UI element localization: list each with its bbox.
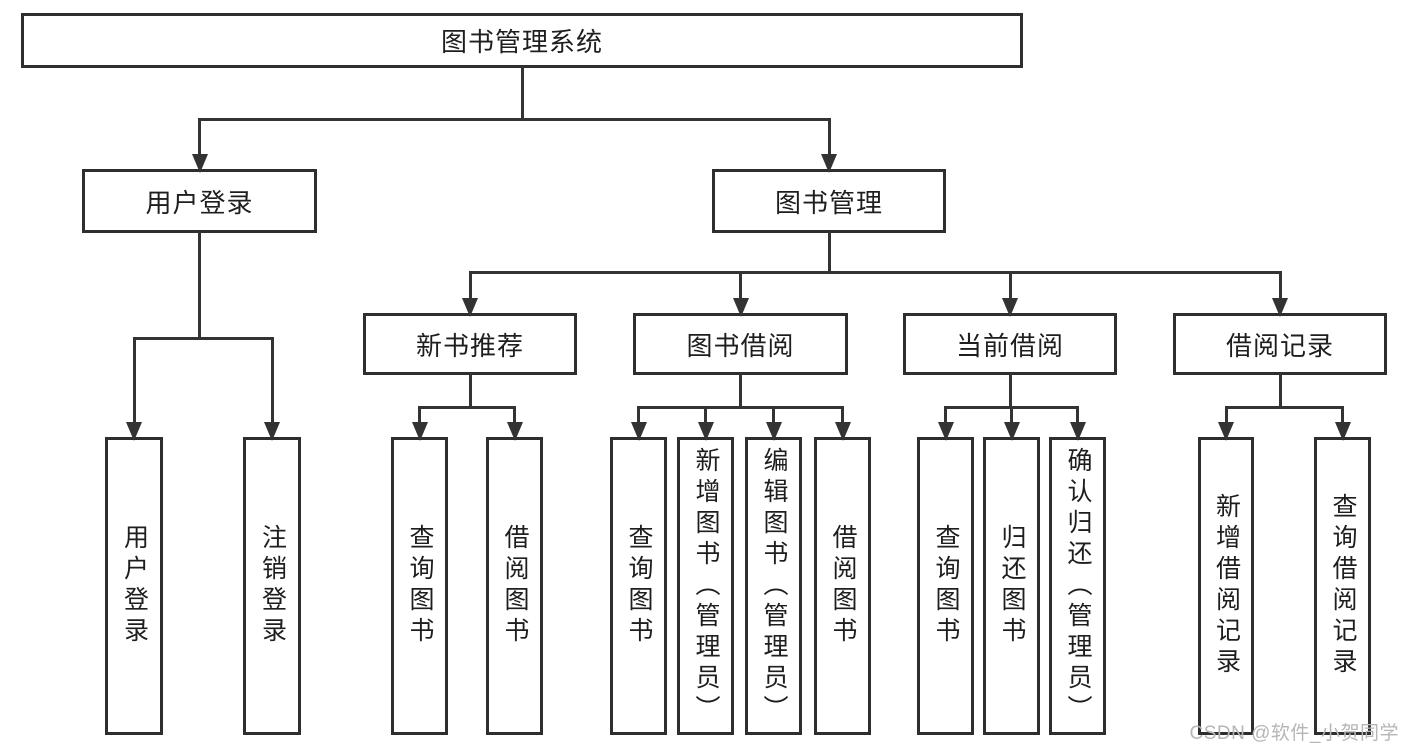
connector-line bbox=[198, 118, 201, 157]
node-label: 新增借阅记录 bbox=[1212, 493, 1241, 679]
connector-line bbox=[841, 406, 844, 425]
node-label: 用户登录 bbox=[120, 524, 149, 648]
node-borrow-records: 借阅记录 bbox=[1173, 313, 1387, 375]
node-current-borrow: 当前借阅 bbox=[903, 313, 1117, 375]
node-records-add-record: 新增借阅记录 bbox=[1198, 437, 1254, 735]
connector-line bbox=[1008, 271, 1012, 301]
connector-line bbox=[418, 406, 421, 425]
node-logout-action: 注销登录 bbox=[243, 437, 301, 735]
arrow-down-icon bbox=[630, 422, 647, 441]
connector-line bbox=[637, 406, 640, 425]
node-label: 新增图书（管理员） bbox=[692, 446, 720, 726]
connector-line bbox=[1008, 373, 1012, 409]
arrow-down-icon bbox=[821, 154, 837, 173]
node-user-login: 用户登录 bbox=[82, 169, 317, 233]
node-book-borrow: 图书借阅 bbox=[633, 313, 848, 375]
node-user-login-action: 用户登录 bbox=[105, 437, 163, 735]
connector-line bbox=[270, 337, 274, 425]
node-label: 查询借阅记录 bbox=[1329, 493, 1357, 679]
arrow-down-icon bbox=[834, 422, 851, 441]
connector-line bbox=[418, 406, 516, 409]
arrow-down-icon bbox=[1069, 422, 1086, 441]
node-label: 查询图书 bbox=[625, 524, 653, 648]
arrow-down-icon bbox=[937, 422, 954, 441]
connector-line bbox=[468, 373, 472, 409]
node-label: 归还图书 bbox=[998, 524, 1026, 648]
arrow-down-icon bbox=[411, 422, 428, 441]
csdn-watermark: CSDN @软件_小贺同学 bbox=[1189, 723, 1399, 744]
arrow-down-icon bbox=[191, 154, 208, 173]
node-borrow-query-books: 查询图书 bbox=[610, 437, 667, 735]
node-label: 查询图书 bbox=[406, 524, 434, 648]
arrow-down-icon bbox=[765, 422, 782, 441]
node-label: 借阅图书 bbox=[829, 524, 857, 648]
node-label: 注销登录 bbox=[258, 524, 287, 648]
arrow-down-icon bbox=[732, 298, 749, 317]
node-label: 新书推荐 bbox=[415, 330, 524, 361]
node-root: 图书管理系统 bbox=[21, 13, 1023, 68]
node-borrow-edit-books: 编辑图书（管理员） bbox=[745, 437, 802, 735]
connector-line bbox=[1341, 406, 1344, 425]
arrow-down-icon bbox=[126, 422, 142, 441]
connector-line bbox=[1278, 373, 1282, 409]
node-borrow-add-books: 新增图书（管理员） bbox=[677, 437, 734, 735]
connector-line bbox=[468, 271, 1282, 274]
node-borrow-borrow-books: 借阅图书 bbox=[814, 437, 871, 735]
node-new-book-rec: 新书推荐 bbox=[363, 313, 577, 375]
connector-line bbox=[132, 337, 136, 425]
arrow-down-icon bbox=[462, 298, 478, 317]
node-label: 图书借阅 bbox=[686, 330, 795, 361]
connector-line bbox=[1010, 406, 1013, 425]
node-label: 编辑图书（管理员） bbox=[760, 446, 788, 726]
connector-line bbox=[468, 271, 472, 301]
node-current-confirm-return: 确认归还（管理员） bbox=[1049, 437, 1106, 735]
arrow-down-icon bbox=[1218, 422, 1234, 441]
node-current-query-books: 查询图书 bbox=[917, 437, 974, 735]
connector-line bbox=[739, 373, 742, 409]
arrow-down-icon bbox=[264, 422, 280, 441]
node-label: 用户登录 bbox=[145, 187, 254, 218]
arrow-down-icon bbox=[1002, 298, 1018, 317]
node-rec-borrow-books: 借阅图书 bbox=[486, 437, 543, 735]
node-rec-query-books: 查询图书 bbox=[391, 437, 448, 735]
node-label: 借阅记录 bbox=[1225, 330, 1334, 361]
node-label: 图书管理系统 bbox=[440, 27, 603, 57]
connector-line bbox=[1224, 406, 1228, 425]
connector-line bbox=[827, 118, 831, 157]
connector-line bbox=[198, 231, 201, 340]
connector-line bbox=[520, 66, 524, 121]
connector-line bbox=[1224, 406, 1344, 409]
node-label: 图书管理 bbox=[774, 187, 883, 218]
node-current-return-books: 归还图书 bbox=[983, 437, 1040, 735]
connector-line bbox=[637, 406, 844, 409]
connector-line bbox=[704, 406, 707, 425]
arrow-down-icon bbox=[697, 422, 714, 441]
arrow-down-icon bbox=[1003, 422, 1020, 441]
connector-line bbox=[1278, 271, 1282, 301]
connector-line bbox=[739, 271, 742, 301]
arrow-down-icon bbox=[506, 422, 523, 441]
node-label: 确认归还（管理员） bbox=[1064, 446, 1092, 726]
node-records-query-record: 查询借阅记录 bbox=[1314, 437, 1371, 735]
connector-line bbox=[827, 231, 831, 274]
connector-line bbox=[132, 337, 274, 340]
node-label: 借阅图书 bbox=[501, 524, 529, 648]
node-book-mgmt: 图书管理 bbox=[712, 169, 946, 233]
node-label: 查询图书 bbox=[932, 524, 960, 648]
connector-line bbox=[944, 406, 947, 425]
arrow-down-icon bbox=[1334, 422, 1351, 441]
arrow-down-icon bbox=[1272, 298, 1288, 317]
node-label: 当前借阅 bbox=[955, 330, 1064, 361]
connector-line bbox=[1076, 406, 1079, 425]
connector-line bbox=[513, 406, 516, 425]
connector-line bbox=[772, 406, 775, 425]
connector-line bbox=[198, 118, 831, 121]
